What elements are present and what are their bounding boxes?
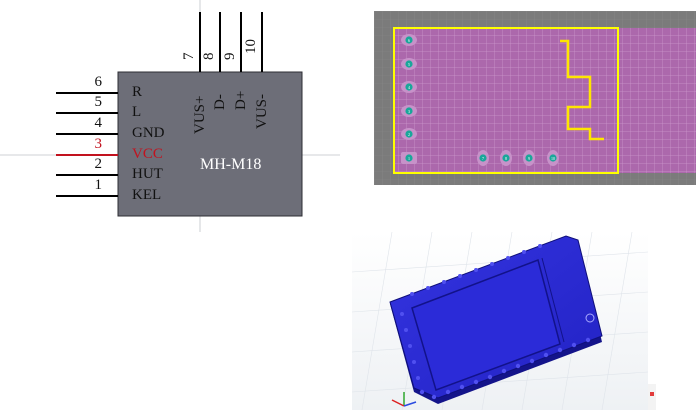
- pin-label-d-plus: D+: [233, 90, 249, 110]
- shield-can: [411, 259, 561, 391]
- pin-number-2: 2: [94, 156, 103, 172]
- pin-label-hut: HUT: [132, 166, 163, 182]
- schematic-canvas: [0, 0, 340, 232]
- pin-label-vus-minus: VUS-: [254, 93, 270, 129]
- pad-7[interactable]: 7: [477, 150, 489, 166]
- antenna-trace: [560, 39, 604, 141]
- board-outline: [393, 27, 619, 174]
- axis-gizmo-icon[interactable]: [391, 392, 417, 407]
- svg-text:7: 7: [482, 156, 484, 161]
- pin-label-gnd: GND: [132, 125, 165, 141]
- pin-label-vus-plus: VUS+: [192, 95, 208, 134]
- pad-10[interactable]: 10: [547, 150, 559, 166]
- pad-5[interactable]: 5: [401, 58, 417, 70]
- pin-number-5: 5: [94, 94, 103, 110]
- copper-area: [394, 28, 696, 173]
- castellations: [400, 244, 591, 400]
- svg-text:1: 1: [408, 156, 410, 161]
- pad-8[interactable]: 8: [500, 150, 512, 166]
- pcb-canvas: 6 5 4 3 2 1 7 8: [374, 11, 696, 185]
- 3d-model-view[interactable]: [352, 232, 648, 410]
- pin-number-9: 9: [222, 52, 238, 61]
- pin-number-7: 7: [181, 52, 197, 61]
- svg-text:4: 4: [408, 85, 410, 90]
- pad-4[interactable]: 4: [401, 81, 417, 93]
- svg-text:6: 6: [408, 38, 410, 43]
- svg-text:10: 10: [551, 156, 555, 161]
- pad-1[interactable]: 1: [401, 152, 417, 164]
- pin-number-4: 4: [94, 115, 103, 131]
- pin1-marker-icon: [585, 313, 595, 323]
- svg-text:9: 9: [528, 156, 530, 161]
- pin-number-8: 8: [201, 52, 217, 61]
- component-name: MH-M18: [200, 156, 262, 173]
- pin-number-1: 1: [94, 177, 103, 193]
- svg-text:3: 3: [408, 109, 410, 114]
- pin-label-d-minus: D-: [212, 94, 228, 110]
- pad-3[interactable]: 3: [401, 105, 417, 117]
- pad-2[interactable]: 2: [401, 128, 417, 140]
- partial-view-edge: [648, 384, 656, 410]
- svg-text:8: 8: [505, 156, 507, 161]
- svg-text:2: 2: [408, 132, 410, 137]
- svg-text:5: 5: [408, 62, 410, 67]
- schematic-view[interactable]: 6 5 4 3 2 1 R L GND VCC HUT KEL 7 8 9 10…: [0, 0, 340, 232]
- pad-9[interactable]: 9: [523, 150, 535, 166]
- antenna-edge: [541, 257, 565, 343]
- pin-number-10: 10: [243, 39, 259, 54]
- component-body[interactable]: [117, 71, 303, 217]
- pin-number-6: 6: [94, 74, 103, 90]
- pcb-footprint-view[interactable]: 6 5 4 3 2 1 7 8: [374, 11, 696, 185]
- pin-label-l: L: [132, 104, 142, 120]
- 3d-canvas: [352, 232, 648, 410]
- pad-6[interactable]: 6: [401, 34, 417, 46]
- pin-number-3: 3: [94, 136, 103, 152]
- pin-label-r: R: [132, 84, 143, 100]
- pin-label-kel: KEL: [132, 187, 162, 203]
- pin-label-vcc: VCC: [132, 146, 163, 162]
